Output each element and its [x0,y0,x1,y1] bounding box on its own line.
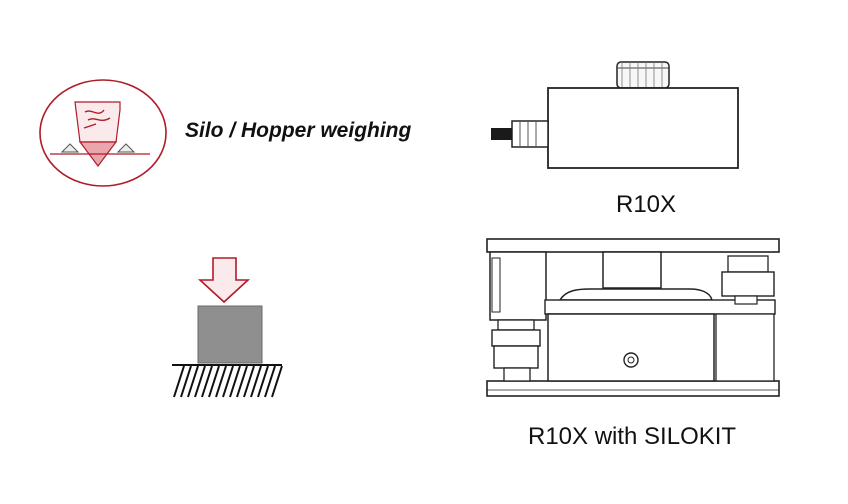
silo-hopper-icon [39,79,167,187]
downward-arrow-icon [197,257,251,304]
hatched-ground-icon [172,364,283,398]
product-label-r10x-silokit: R10X with SILOKIT [528,423,737,450]
r10x-load-cell-icon [491,61,739,169]
application-label: Silo / Hopper weighing [185,119,412,142]
r10x-silokit-mount-icon [486,238,780,397]
compression-block-icon [197,305,263,364]
product-label-r10x: R10X [616,191,677,218]
